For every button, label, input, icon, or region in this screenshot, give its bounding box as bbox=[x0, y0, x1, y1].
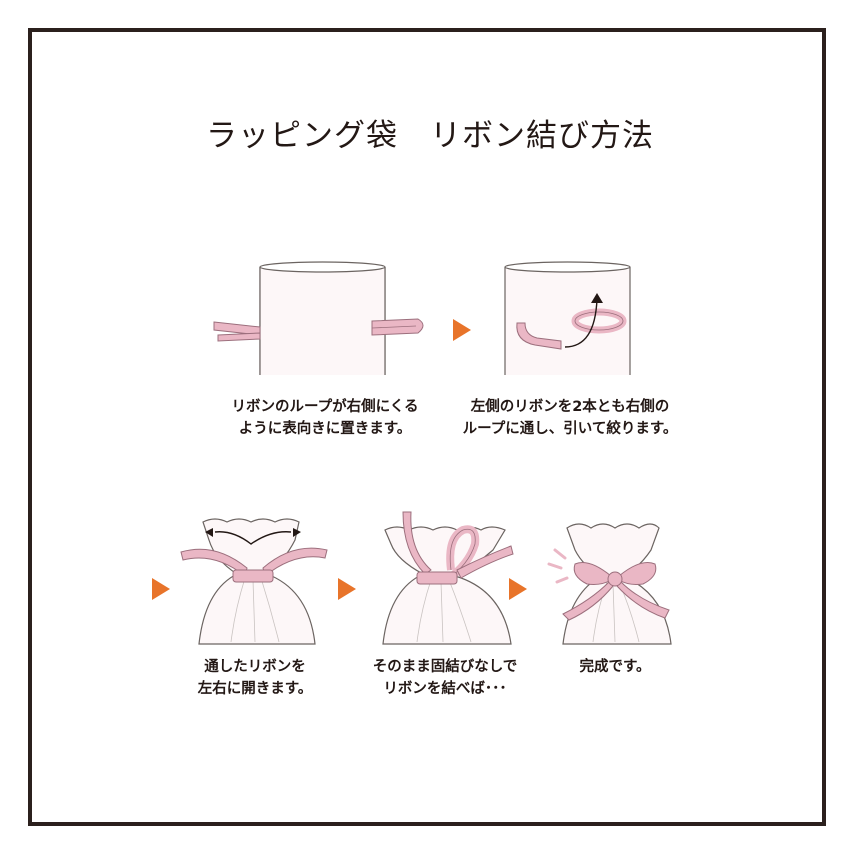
step-arrow-2 bbox=[152, 578, 170, 600]
step4-illustration bbox=[382, 511, 514, 645]
outer-frame bbox=[28, 28, 826, 826]
ribbon-through-loop bbox=[516, 308, 627, 350]
step3-caption-line1: 通したリボンを bbox=[204, 659, 306, 675]
step3-illustration bbox=[180, 518, 328, 645]
step3-caption-line2: 左右に開きます。 bbox=[197, 681, 313, 697]
step2-caption-line2: ループに通し、引いて絞ります。 bbox=[462, 421, 678, 437]
ribbon-tying bbox=[402, 511, 514, 585]
step2-caption: 左側のリボンを2本とも右側の ループに通し、引いて絞ります。 bbox=[440, 396, 700, 440]
pull-arrow bbox=[564, 298, 598, 348]
step2-illustration bbox=[504, 261, 631, 375]
step3-caption: 通したリボンを 左右に開きます。 bbox=[180, 656, 330, 700]
finished-bow bbox=[562, 562, 670, 621]
step5-caption: 完成です。 bbox=[565, 656, 665, 678]
step1-caption-line2: ように表向きに置きます。 bbox=[238, 421, 412, 437]
sparkle-lines bbox=[547, 548, 569, 584]
step4-caption: そのまま固結びなしで リボンを結べば･･･ bbox=[350, 656, 540, 700]
step-arrow-1 bbox=[453, 319, 471, 341]
step5-illustration bbox=[547, 523, 672, 645]
step4-caption-line1: そのまま固結びなしで bbox=[372, 659, 518, 675]
right-ribbon-loop bbox=[371, 318, 424, 336]
page-title: ラッピング袋 リボン結び方法 bbox=[206, 118, 654, 154]
step-arrow-3 bbox=[338, 578, 356, 600]
left-ribbon bbox=[213, 321, 261, 342]
step5-caption-line1: 完成です。 bbox=[579, 659, 651, 675]
step1-caption-line1: リボンのループが右側にくる bbox=[231, 399, 419, 415]
ribbon-opened bbox=[180, 547, 328, 583]
open-arrows bbox=[214, 531, 292, 545]
step1-illustration bbox=[213, 261, 424, 375]
step-arrow-4 bbox=[509, 578, 527, 600]
step2-caption-line1: 左側のリボンを2本とも右側の bbox=[470, 399, 670, 415]
step1-caption: リボンのループが右側にくる ように表向きに置きます。 bbox=[190, 396, 460, 440]
step4-caption-line2: リボンを結べば･･･ bbox=[383, 681, 507, 697]
